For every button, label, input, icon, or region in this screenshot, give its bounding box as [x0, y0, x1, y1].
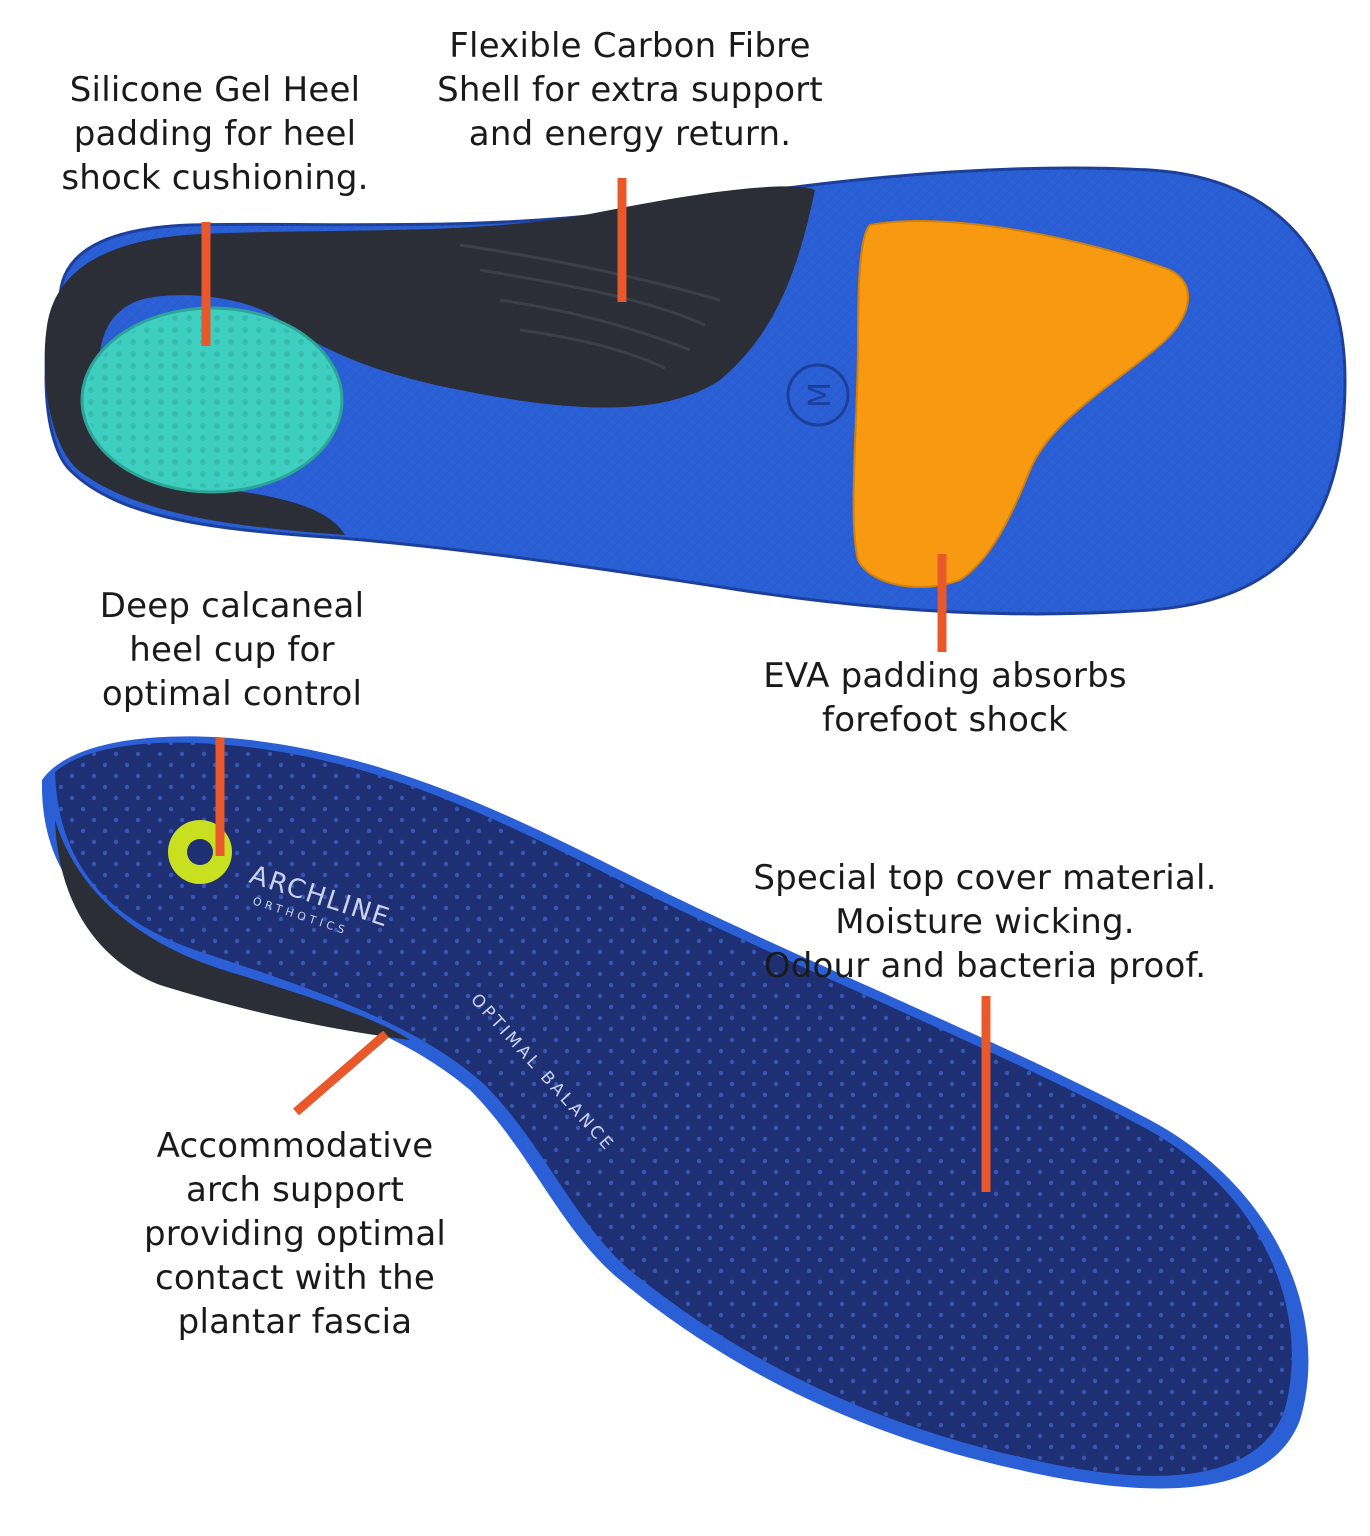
callout-silicone-gel-line: padding for heel: [73, 114, 357, 154]
gel-texture: [86, 312, 338, 488]
callout-heel-cup-line: heel cup for: [129, 630, 335, 670]
callout-silicone-gel-line: Silicone Gel Heel: [69, 70, 361, 110]
callout-top-cover: Special top cover material. Moisture wic…: [730, 856, 1240, 988]
callout-carbon-fibre-line: Flexible Carbon Fibre: [449, 26, 811, 66]
top-cover-dots: [55, 742, 1292, 1476]
callout-carbon-fibre-line: Shell for extra support: [437, 70, 823, 110]
callout-arch-support: Accommodative arch support providing opt…: [110, 1124, 480, 1344]
callout-top-cover-line: Odour and bacteria proof.: [763, 946, 1207, 986]
leader-line-arch-support: [293, 1030, 389, 1116]
carbon-ridges: [459, 243, 721, 370]
callout-silicone-gel-line: shock cushioning.: [61, 158, 369, 198]
eva-forefoot-pad: [852, 220, 1189, 589]
callout-silicone-gel: Silicone Gel Heel padding for heel shock…: [40, 68, 390, 200]
callout-eva-padding-line: EVA padding absorbs: [763, 656, 1127, 696]
logo-center: [187, 839, 213, 865]
callout-eva-padding-line: forefoot shock: [822, 700, 1068, 740]
callout-arch-support-line: arch support: [185, 1170, 405, 1210]
callout-arch-support-line: plantar fascia: [177, 1302, 413, 1342]
callout-heel-cup-line: optimal control: [101, 674, 363, 714]
insole-top-cover: ARCHLINE ORTHOTICS OPTIMAL BALANCE: [41, 736, 1309, 1489]
callout-heel-cup-line: Deep calcaneal: [99, 586, 365, 626]
size-marker-circle: [786, 363, 850, 427]
callout-eva-padding: EVA padding absorbs forefoot shock: [730, 654, 1160, 742]
heel-cup-side: [55, 820, 410, 1040]
callout-carbon-fibre: Flexible Carbon Fibre Shell for extra su…: [420, 24, 840, 156]
callout-top-cover-line: Special top cover material.: [753, 858, 1217, 898]
callout-carbon-fibre-line: and energy return.: [468, 114, 792, 154]
size-marker-letter: M: [803, 382, 838, 408]
callout-arch-support-line: contact with the: [155, 1258, 435, 1298]
callout-heel-cup: Deep calcaneal heel cup for optimal cont…: [62, 584, 402, 716]
callout-arch-support-line: providing optimal: [143, 1214, 447, 1254]
leader-lines: [201, 178, 991, 1192]
callout-top-cover-line: Moisture wicking.: [835, 902, 1135, 942]
callout-arch-support-line: Accommodative: [156, 1126, 434, 1166]
insole-underside: M: [44, 166, 1347, 616]
